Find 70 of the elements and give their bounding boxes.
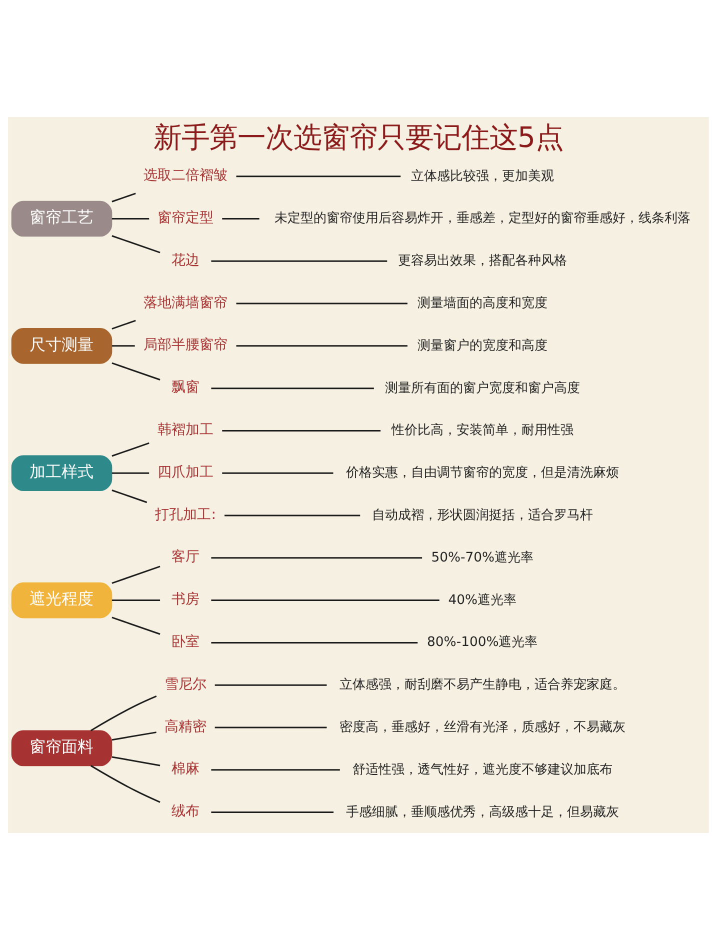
connector xyxy=(112,442,150,457)
node-text: 立体感比较强，更加美观 xyxy=(410,168,554,184)
node-text: 局部半腰窗帘 xyxy=(144,337,228,354)
node-text: 手感细腻，垂顺感优秀，高级感十足，但易藏灰 xyxy=(346,804,619,820)
connector xyxy=(112,320,136,330)
node-text: 未定型的窗帘使用后容易炸开，垂感差，定型好的窗帘垂感好，线条利落 xyxy=(274,211,690,226)
connector xyxy=(222,218,260,220)
node-text: 雪尼尔 xyxy=(164,676,207,692)
connector xyxy=(112,732,156,741)
connector xyxy=(214,684,327,686)
connector xyxy=(90,696,157,732)
node-box: 窗帘面料 xyxy=(11,730,112,766)
connector xyxy=(112,218,150,220)
connector xyxy=(112,362,160,380)
node-box: 尺寸测量 xyxy=(11,328,112,364)
node-text: 50%-70%遮光率 xyxy=(431,550,534,566)
node-text: 性价比高，安装简单，耐用性强 xyxy=(391,423,574,438)
connector xyxy=(211,769,340,771)
diagram-title: 新手第一次选窗帘只要记住这5点 xyxy=(154,121,564,154)
node-text: 四爪加工 xyxy=(158,464,214,480)
node-text: 测量所有面的窗户宽度和窗户高度 xyxy=(384,380,580,396)
connector xyxy=(211,388,374,390)
node-text: 80%-100%遮光率 xyxy=(427,635,538,650)
connector xyxy=(236,345,408,347)
connector xyxy=(211,600,440,602)
connector xyxy=(236,176,401,178)
node-text: 选取二倍褶皱 xyxy=(144,168,228,184)
node-text: 自动成褶，形状圆润挺括，适合罗马杆 xyxy=(372,508,593,523)
node-text: 花边 xyxy=(172,252,200,268)
connector xyxy=(211,260,388,262)
node-text: 价格实惠，自由调节窗帘的宽度，但是清洗麻烦 xyxy=(346,466,619,481)
node-text: 韩褶加工 xyxy=(158,422,214,438)
node-text: 客厅 xyxy=(172,549,200,566)
node-text: 立体感强，耐刮磨不易产生静电，适合养宠家庭。 xyxy=(339,678,626,693)
connector xyxy=(112,472,150,474)
node-box: 窗帘工艺 xyxy=(11,200,112,237)
connector xyxy=(112,490,148,504)
connector xyxy=(90,765,160,803)
connector xyxy=(211,642,418,644)
node-text: 打孔加工: xyxy=(155,506,216,523)
node-text: 卧室 xyxy=(172,634,200,650)
connector xyxy=(236,302,408,304)
node-text: 密度高，垂感好，丝滑有光泽，质感好，不易藏灰 xyxy=(339,720,626,735)
node-text: 舒适性强，透气性好，遮光度不够建议加底布 xyxy=(352,762,612,778)
connector xyxy=(211,557,422,559)
node-text: 高精密 xyxy=(164,718,207,735)
node-text: 棉麻 xyxy=(172,761,200,778)
connector xyxy=(211,812,334,814)
node-box: 加工样式 xyxy=(11,455,112,492)
connector xyxy=(112,192,136,202)
node-text: 窗帘定型 xyxy=(158,210,214,226)
connector xyxy=(112,756,160,766)
connector xyxy=(112,600,160,602)
node-text: 测量窗户的宽度和高度 xyxy=(417,338,548,354)
connector xyxy=(222,472,334,474)
node-text: 落地满墙窗帘 xyxy=(144,294,228,311)
node-text: 40%遮光率 xyxy=(448,592,517,608)
connector xyxy=(112,235,160,254)
connector xyxy=(222,430,381,432)
node-text: 更容易出效果，搭配各种风格 xyxy=(398,254,567,269)
connector xyxy=(112,616,160,635)
node-box: 遮光程度 xyxy=(11,582,112,618)
connector xyxy=(112,566,160,584)
node-text: 书房 xyxy=(172,592,200,608)
node-text: 飘窗 xyxy=(172,380,200,396)
connector xyxy=(224,514,360,516)
node-text: 绒布 xyxy=(172,804,200,820)
node-text: 测量墙面的高度和宽度 xyxy=(417,296,548,312)
connector xyxy=(112,345,135,347)
connector xyxy=(214,726,327,728)
